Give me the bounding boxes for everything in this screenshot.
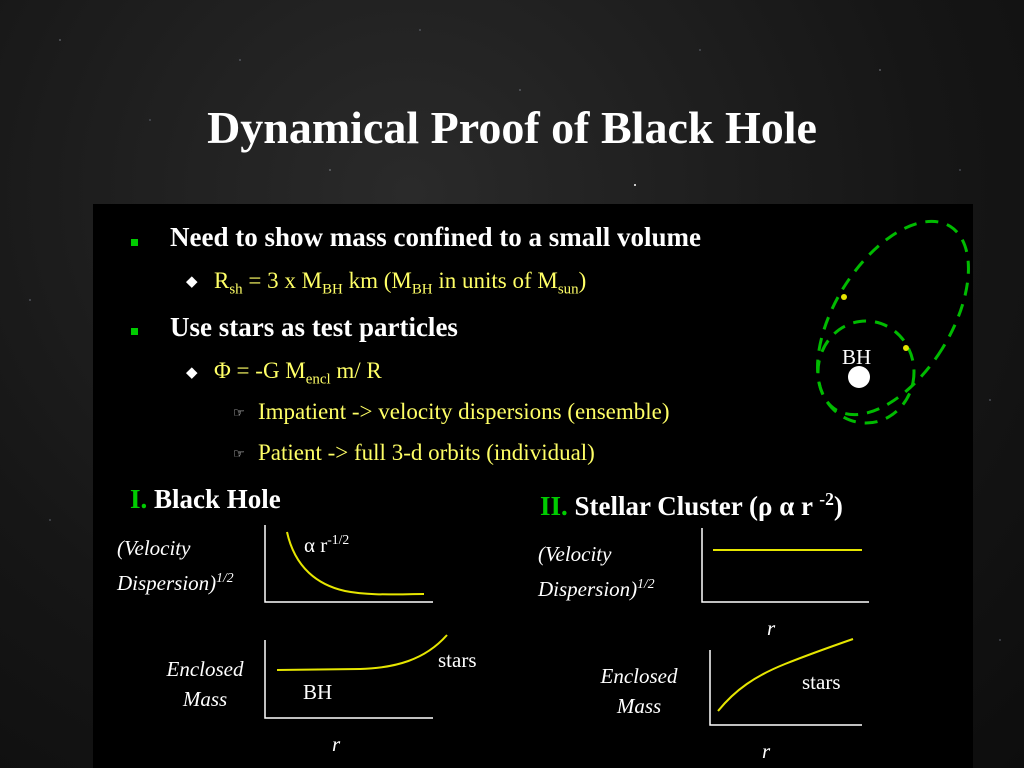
r-axis-label: r	[332, 732, 341, 756]
rs-subscript: sh	[229, 281, 243, 298]
large-orbit	[816, 219, 970, 417]
phi-equation: Φ = -G M	[214, 358, 306, 383]
alpha-sup: -1/2	[327, 532, 350, 547]
alpha-r-label: α r-1/2	[304, 527, 349, 558]
content-panel	[93, 204, 973, 768]
units-text: in units of M	[432, 268, 558, 293]
square-bullet-icon	[131, 328, 138, 335]
rho-sup: -2	[819, 489, 834, 509]
small-orbit	[816, 319, 916, 425]
pointing-hand-icon: ☞	[233, 446, 245, 461]
close-paren: )	[578, 268, 587, 293]
rs-symbol: R	[214, 268, 230, 293]
section-close: )	[833, 491, 843, 521]
mbh-subscript: BH	[322, 281, 343, 298]
star-dot	[903, 345, 909, 351]
item-impatient: Impatient -> velocity dispersions (ensem…	[258, 399, 670, 424]
vel-line1: (Velocity	[117, 536, 191, 560]
section-number: II.	[540, 491, 568, 521]
vel-sup: 1/2	[216, 570, 234, 585]
alpha-text: α r	[304, 533, 328, 557]
stars-label: stars	[438, 648, 477, 672]
rho-alpha-r: ρ α r	[758, 491, 820, 521]
enc-line2: Mass	[616, 694, 662, 718]
stars-label: stars	[802, 670, 841, 694]
vel-line1: (Velocity	[538, 542, 612, 566]
subbullet-schwarzschild-radius: Rsh = 3 x MBH km (MBH in units of Msun)	[214, 267, 586, 304]
msun-subscript: sun	[557, 281, 579, 298]
phi-rest: m/ R	[330, 358, 382, 383]
square-bullet-icon	[131, 239, 138, 246]
section-label: Stellar Cluster (	[567, 491, 758, 521]
mass-axes	[709, 650, 862, 726]
mbh2-subscript: BH	[411, 281, 433, 298]
section-label: Black Hole	[147, 484, 281, 514]
bullet-mass-confined: Need to show mass confined to a small vo…	[170, 222, 701, 252]
item-patient: Patient -> full 3-d orbits (individual)	[258, 440, 595, 465]
r-axis-label: r	[767, 616, 776, 640]
enc-line1: Enclosed	[600, 664, 678, 688]
section-number: I.	[130, 484, 148, 514]
r-axis-label: r	[762, 739, 771, 763]
enc-line2: Mass	[182, 687, 228, 711]
velocity-curve	[286, 531, 425, 596]
vel-sup: 1/2	[637, 576, 655, 591]
star-dot	[841, 294, 847, 300]
diamond-bullet-icon: ◆	[186, 365, 198, 381]
rs-equation: = 3 x M	[242, 268, 323, 293]
rs-km-text: km (M	[342, 268, 412, 293]
encl-subscript: encl	[305, 371, 331, 388]
enc-line1: Enclosed	[166, 657, 244, 681]
velocity-axes	[264, 525, 433, 603]
diamond-bullet-icon: ◆	[186, 274, 198, 290]
bh-label: BH	[842, 345, 872, 369]
pointing-hand-icon: ☞	[233, 405, 245, 420]
mass-curve	[717, 638, 854, 712]
slide-title: Dynamical Proof of Black Hole	[207, 102, 817, 153]
vel-line2: Dispersion)	[117, 571, 217, 595]
subbullet-potential: Φ = -G Mencl m/ R	[214, 357, 382, 394]
black-hole-dot	[848, 366, 870, 388]
vel-line2: Dispersion)	[538, 577, 638, 601]
bullet-test-particles: Use stars as test particles	[170, 312, 458, 342]
mass-axes	[264, 640, 433, 719]
section-stellar-cluster-title: II. Stellar Cluster (ρ α r -2)	[540, 483, 843, 522]
bh-curve-label: BH	[303, 680, 333, 704]
velocity-axes	[701, 528, 869, 603]
mass-curve	[276, 634, 448, 671]
section-black-hole-title: I. Black Hole	[130, 483, 281, 515]
